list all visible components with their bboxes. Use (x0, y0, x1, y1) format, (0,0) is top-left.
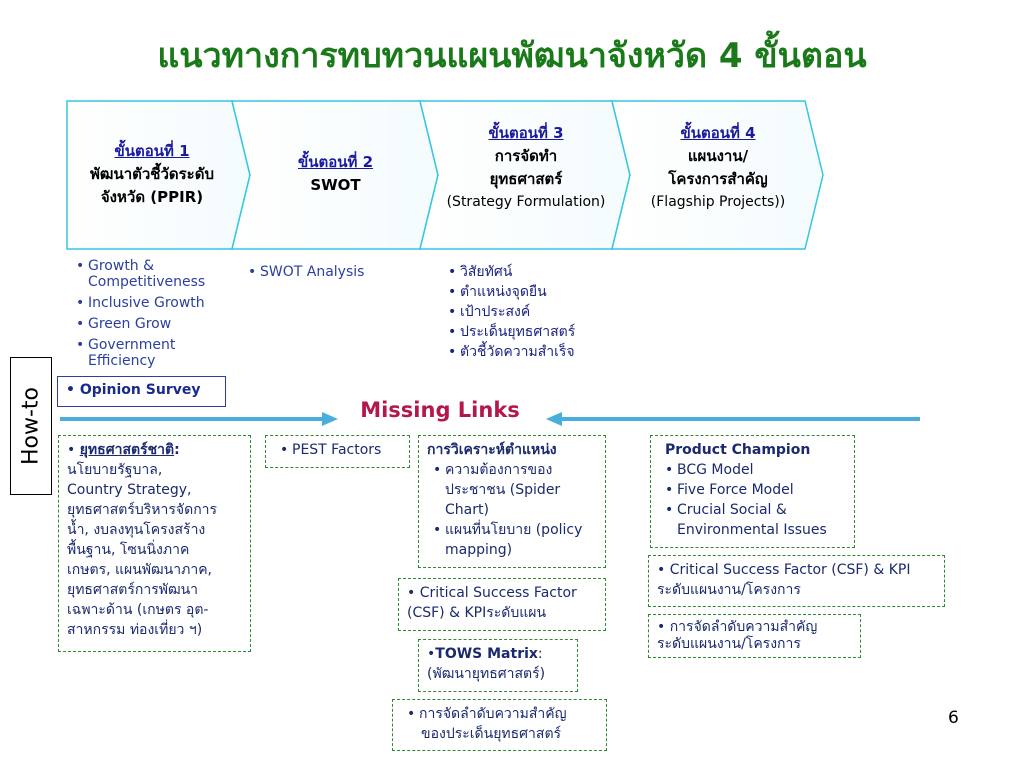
national-strategy-heading: ยุทธศาสตร์ชาติ (79, 442, 175, 458)
text-line: • Critical Success Factor (CSF) & KPI (657, 562, 911, 578)
list-item: Five Force Model (665, 480, 846, 500)
step-3-english: (Strategy Formulation) (446, 194, 606, 210)
step-1-list: Growth & Competitiveness Inclusive Growt… (66, 258, 226, 374)
howto-label-box: How-to (10, 357, 52, 495)
step-4-line2: โครงการสำคัญ (668, 170, 768, 188)
step-2-number: ขั้นตอนที่ 2 (297, 153, 374, 171)
text-line: พื้นฐาน, โซนนิ่งภาค (67, 542, 190, 558)
page-number: 6 (948, 708, 959, 728)
csf-plan-box: • Critical Success Factor (CSF) & KPIระด… (398, 578, 606, 631)
right-arrow-head (322, 412, 338, 426)
list-item: Growth & Competitiveness (76, 258, 226, 290)
list-item: Inclusive Growth (76, 295, 226, 311)
list-item: ความต้องการของประชาชน (Spider Chart) (433, 460, 597, 520)
csf-project-box: • Critical Success Factor (CSF) & KPI ระ… (648, 555, 945, 607)
step-4-line1: แผนงาน/ (687, 147, 749, 165)
step-1-line2: จังหวัด (PPIR) (100, 188, 204, 206)
national-strategy-box: • ยุทธศาสตร์ชาติ: นโยบายรัฐบาล, Country … (58, 435, 251, 652)
step-4-english: (Flagship Projects)) (650, 194, 786, 210)
text-line: ระดับแผนงาน/โครงการ (657, 636, 801, 652)
bullet: • (427, 646, 436, 662)
text-line: ยุทธศาสตร์การพัฒนา (67, 582, 199, 598)
priority-issue-box: การจัดลำดับความสำคัญ ของประเด็นยุทธศาสตร… (392, 699, 607, 751)
colon: : (174, 442, 180, 458)
step-2-line1: SWOT (310, 176, 361, 194)
list-item: เป้าประสงค์ (448, 302, 618, 322)
opinion-survey-box: • Opinion Survey (57, 376, 226, 407)
text-line: • การจัดลำดับความสำคัญ (657, 619, 818, 635)
step-3-list: วิสัยทัศน์ ตำแหน่งจุดยืน เป้าประสงค์ ประ… (438, 262, 618, 362)
text-line: ระดับแผนงาน/โครงการ (657, 582, 801, 598)
text-line: นโยบายรัฐบาล, (67, 462, 163, 478)
text-line: (CSF) & KPIระดับแผน (407, 605, 547, 621)
step-2-list: SWOT Analysis (238, 264, 408, 285)
text-line: (พัฒนายุทธศาสตร์) (427, 666, 546, 682)
process-chevrons (66, 100, 824, 250)
position-analysis-heading: การวิเคราะห์ตำแหน่ง (427, 442, 557, 458)
step-1-line1: พัฒนาตัวชี้วัดระดับ (90, 165, 214, 183)
missing-links-arrows (60, 412, 920, 426)
tows-matrix-label: TOWS Matrix (435, 646, 538, 662)
text-line: เฉพาะด้าน (เกษตร อุต- (67, 602, 209, 618)
list-item: Crucial Social & Environmental Issues (665, 500, 846, 540)
text-line: สาหกรรม ท่องเที่ยว ฯ) (67, 622, 203, 638)
text-line: น้ำ, งบลงทุนโครงสร้าง (67, 522, 206, 538)
step-3-text: ขั้นตอนที่ 3 การจัดทำ ยุทธศาสตร์ (Strate… (437, 122, 615, 214)
text-line: เกษตร, แผนพัฒนาภาค, (67, 562, 213, 578)
step-2-text: ขั้นตอนที่ 2 SWOT (248, 151, 423, 197)
list-item: ตำแหน่งจุดยืน (448, 282, 618, 302)
pest-box: PEST Factors (265, 435, 410, 468)
text-line: Country Strategy, (67, 482, 192, 498)
product-champion-heading: Product Champion (665, 442, 811, 458)
chevron-step-4 (611, 100, 824, 250)
position-analysis-box: การวิเคราะห์ตำแหน่ง ความต้องการของประชาช… (418, 435, 606, 568)
list-item: SWOT Analysis (248, 264, 408, 280)
step-4-text: ขั้นตอนที่ 4 แผนงาน/ โครงการสำคัญ (Flags… (628, 122, 808, 214)
tows-matrix-box: •TOWS Matrix: (พัฒนายุทธศาสตร์) (418, 639, 578, 692)
list-item: แผนที่นโยบาย (policy mapping) (433, 520, 597, 560)
list-item: BCG Model (665, 460, 846, 480)
colon: : (537, 646, 543, 662)
missing-links-label: Missing Links (360, 398, 520, 422)
list-item: วิสัยทัศน์ (448, 262, 618, 282)
list-item: การจัดลำดับความสำคัญ (407, 704, 598, 724)
text-line: • Critical Success Factor (407, 585, 577, 601)
page-title: แนวทางการทบทวนแผนพัฒนาจังหวัด 4 ขั้นตอน (157, 36, 867, 76)
step-3-number: ขั้นตอนที่ 3 (488, 124, 564, 142)
step-1-text: ขั้นตอนที่ 1 พัฒนาตัวชี้วัดระดับ จังหวัด… (67, 140, 237, 209)
left-arrow-head (546, 412, 562, 426)
product-champion-box: Product Champion BCG Model Five Force Mo… (650, 435, 855, 548)
step-4-number: ขั้นตอนที่ 4 (680, 124, 756, 142)
pest-factors-item: PEST Factors (280, 440, 401, 460)
text-line: ของประเด็นยุทธศาสตร์ (421, 726, 562, 742)
text-line: ยุทธศาสตร์บริหารจัดการ (67, 502, 218, 518)
list-item: Green Grow (76, 316, 226, 332)
list-item: ประเด็นยุทธศาสตร์ (448, 322, 618, 342)
step-3-line2: ยุทธศาสตร์ (489, 170, 563, 188)
bullet: • (67, 442, 80, 458)
priority-project-box: • การจัดลำดับความสำคัญ ระดับแผนงาน/โครงก… (648, 614, 861, 658)
list-item: Government Efficiency (76, 337, 226, 369)
list-item: ตัวชี้วัดความสำเร็จ (448, 342, 618, 362)
step-1-number: ขั้นตอนที่ 1 (114, 142, 190, 160)
step-3-line1: การจัดทำ (494, 147, 558, 165)
